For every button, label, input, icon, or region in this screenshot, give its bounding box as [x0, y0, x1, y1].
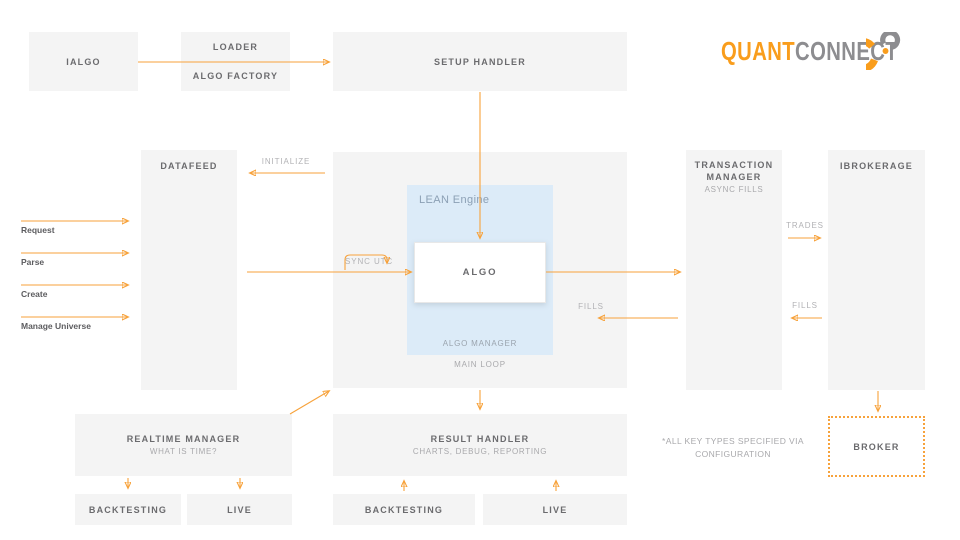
process-label-manage-universe: Manage Universe: [21, 321, 91, 331]
edge-label-sync-utc: SYNC UTC: [345, 257, 394, 266]
node-ibrokerage-label: IBROKERAGE: [839, 161, 913, 171]
node-ibrokerage: IBROKERAGE: [828, 150, 925, 390]
quantconnect-logo: QUANTCONNECT: [721, 32, 948, 70]
node-loader-algo-factory: LOADER ALGO FACTORY: [181, 32, 290, 91]
transaction-manager-line1: TRANSACTION: [694, 160, 774, 170]
node-datafeed-label: DATAFEED: [160, 161, 218, 171]
node-setup-handler: SETUP HANDLER: [333, 32, 627, 91]
process-label-parse: Parse: [21, 257, 45, 267]
quantconnect-vortex-icon: [866, 32, 901, 70]
process-label-request: Request: [21, 225, 55, 235]
realtime-manager-title: REALTIME MANAGER: [126, 434, 241, 444]
result-handler-title: RESULT HANDLER: [430, 434, 530, 444]
node-backtesting-left: BACKTESTING: [75, 494, 181, 525]
realtime-manager-subtitle: WHAT IS TIME?: [149, 447, 218, 456]
configuration-note: *ALL KEY TYPES SPECIFIED VIA CONFIGURATI…: [662, 436, 804, 460]
transaction-manager-subtitle: ASYNC FILLS: [704, 185, 764, 194]
node-loader-label: LOADER: [212, 42, 259, 52]
node-transaction-manager: TRANSACTION MANAGER ASYNC FILLS: [686, 150, 782, 390]
node-algo: ALGO: [414, 242, 546, 303]
algo-manager-label: ALGO MANAGER: [442, 339, 518, 348]
node-algo-label: ALGO: [462, 267, 498, 278]
edge-label-fills-right: FILLS: [792, 301, 818, 310]
node-result-handler: RESULT HANDLER CHARTS, DEBUG, REPORTING: [333, 414, 627, 476]
node-ialgo-label: IALGO: [66, 56, 101, 67]
backtesting-center-label: BACKTESTING: [364, 504, 444, 515]
result-handler-subtitle: CHARTS, DEBUG, REPORTING: [412, 447, 548, 456]
main-loop-label: MAIN LOOP: [454, 360, 506, 369]
node-datafeed: DATAFEED: [141, 150, 237, 390]
logo-quant-text: QUANT: [721, 36, 796, 66]
arrow-realtime-to-main-loop: [289, 391, 329, 415]
node-algo-factory-label: ALGO FACTORY: [192, 71, 279, 81]
edge-label-initialize: INITIALIZE: [261, 157, 311, 166]
edge-label-trades: TRADES: [786, 221, 824, 230]
backtesting-left-label: BACKTESTING: [88, 504, 168, 515]
transaction-manager-line2: MANAGER: [706, 172, 762, 182]
node-broker: BROKER: [828, 416, 925, 477]
node-live-center: LIVE: [483, 494, 627, 525]
node-live-left: LIVE: [187, 494, 292, 525]
live-center-label: LIVE: [542, 504, 568, 515]
node-backtesting-center: BACKTESTING: [333, 494, 475, 525]
lean-engine-title: LEAN Engine: [419, 194, 490, 206]
node-setup-handler-label: SETUP HANDLER: [434, 56, 526, 67]
live-left-label: LIVE: [227, 504, 252, 515]
node-broker-label: BROKER: [853, 441, 900, 452]
node-realtime-manager: REALTIME MANAGER WHAT IS TIME?: [75, 414, 292, 476]
edge-label-fills-center: FILLS: [578, 302, 604, 311]
node-ialgo: IALGO: [29, 32, 138, 91]
process-label-create: Create: [21, 289, 48, 299]
